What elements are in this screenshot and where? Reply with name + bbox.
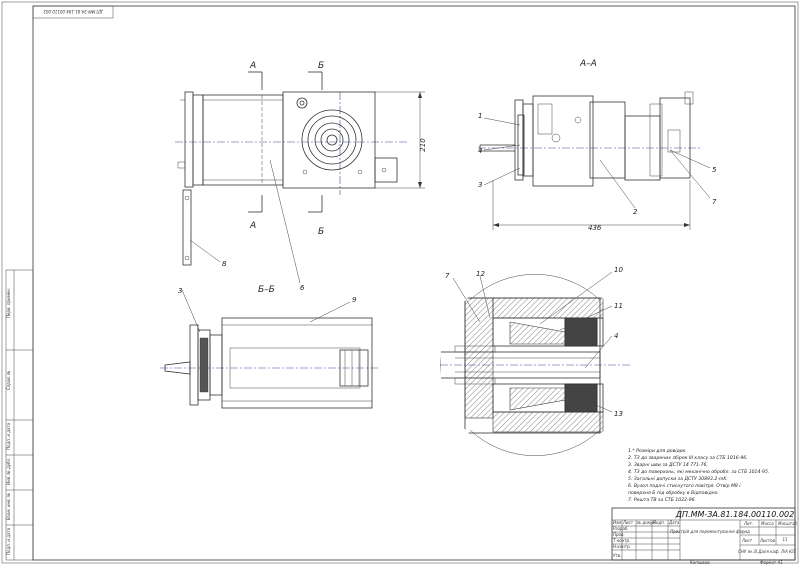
title-code: ДП.ММ-ЗА.81.184.00110.002 [675,510,794,519]
side-stamp-2: Справ. № [6,371,11,390]
section-aa [478,91,711,230]
side-stamp-6: Подп. и дата [6,527,11,555]
row-tkontr: Т.контр. [613,538,630,543]
stage-scale: Масштаб [778,521,798,526]
col-list: Лист [622,520,634,525]
format-label: Формат А1 [760,560,783,565]
row-nkontr: Н.контр. [613,544,631,549]
pos-2: 2 [633,208,638,216]
cut-a-top: А [249,61,256,71]
title-sheet-count: 11 [782,537,787,542]
technical-notes: 1.* Розміри для довідок. 2. ТЗ до зварен… [628,448,769,503]
note-3: 3. Зварні шви за ДСТУ 14 771-76. [628,462,708,468]
pos-13: 13 [614,410,623,418]
side-stamp-5: Взам. инв. № [6,493,11,520]
row-razrab: Разраб. [613,526,629,531]
top-stamp-text: ДП.ММ-ЗА.81.184.00110.002 [43,9,104,14]
note-7: поверхня Б під обробку в Відповідно. [628,490,719,496]
pos-11: 11 [614,302,623,310]
title-block: ДП.ММ-ЗА.81.184.00110.002 Пристрій для п… [611,507,798,561]
pos-7b: 7 [445,272,450,280]
side-stamp-4: Инв. № дубл. [6,458,11,485]
note-5: 5. Загальні допуски за ДСТУ 30893.2-mK. [628,476,728,482]
pos-4b: 4 [614,332,618,340]
col-date: Дата [668,520,680,525]
col-izm: Изм [613,520,621,525]
pos-7a: 7 [712,198,717,206]
dim-height-main: 210 [419,138,427,152]
detail-view [440,271,630,456]
title-org: СНУ ім. В.Даля каф. ЛіА ЮТ [738,549,796,554]
pos-10: 10 [614,266,623,274]
pos-1: 1 [478,112,482,120]
cut-b-bottom: Б [318,227,324,237]
title-name: Пристрій для перемонтування фарид [670,529,750,534]
cut-a-bottom: А [249,221,256,231]
row-utv: Утв. [613,553,621,558]
pos-3a: 3 [478,181,482,189]
col-sign: Подп. [653,520,665,525]
cut-b-top: Б [318,61,324,71]
dim-length-aa: 436 [588,224,602,232]
copied-label: Копіював [690,560,710,565]
col-doc: № докум. [636,520,657,525]
row-prov: Пров. [613,532,625,537]
note-1: 1.* Розміри для довідок. [628,448,687,454]
plan-view: 210 [175,71,427,284]
pos-12: 12 [476,270,485,278]
pos-5: 5 [712,166,717,174]
side-stamp-1: Перв. примен. [6,288,11,318]
pos-3b: 3 [178,287,182,295]
note-4: 4. ТЗ до поверхонь, які механічно обробл… [628,469,769,475]
pos-6: 6 [300,284,305,292]
sheets-label: Листов [759,538,776,543]
section-bb [160,289,380,409]
stage-mass: Масса [761,521,774,526]
top-stamp-box [32,5,114,19]
note-2: 2. ТЗ до зварених збірок III класу за СТ… [628,455,748,461]
side-stamp: Перв. примен. Справ. № Подп. и дата Инв.… [5,269,34,561]
side-stamp-3: Подп. и дата [6,422,11,450]
pos-4a: 4 [478,147,482,155]
pos-9: 9 [352,296,357,304]
section-aa-title: А–А [579,59,597,69]
note-6: 6. Вузол подачі стиснутого повітря. Отві… [628,483,741,489]
note-8: 7. Решта ТВ за СТБ 1022-96. [628,497,696,503]
section-bb-title: Б–Б [258,285,275,295]
stage-lit: Лит. [743,521,753,526]
pos-8: 8 [222,260,227,268]
sheet-label: Лист [741,538,753,543]
